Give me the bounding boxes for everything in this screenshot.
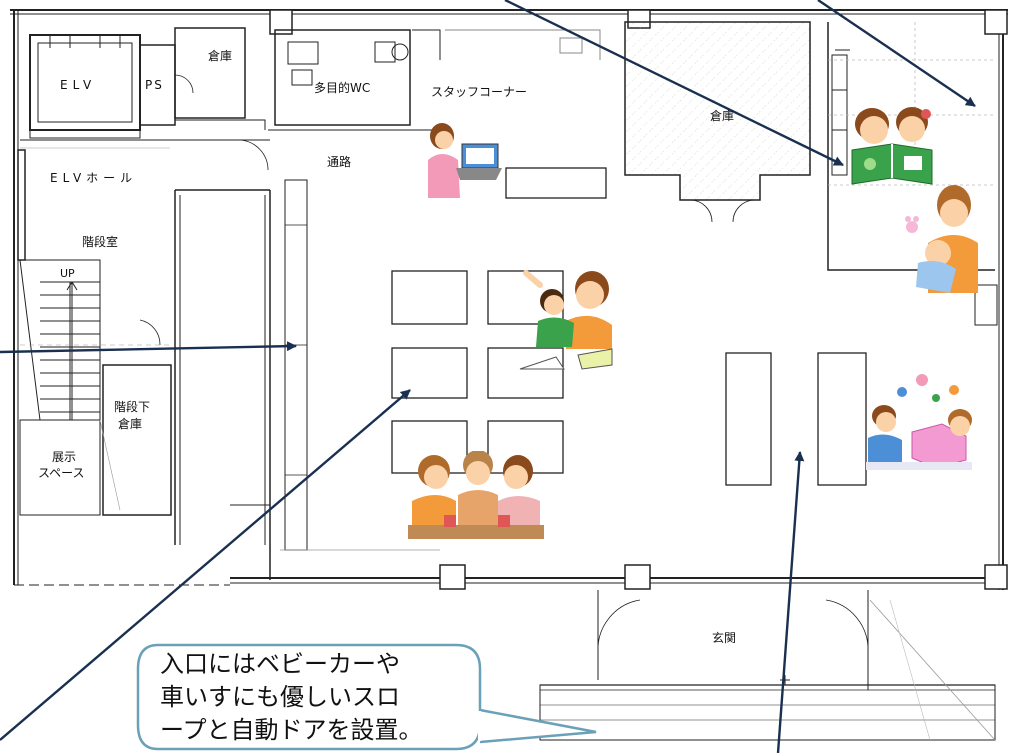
storage-center (624, 21, 811, 223)
arrow-to-right-room (817, 0, 976, 107)
label-exhibit-2: スペース (38, 466, 85, 480)
elv-block (29, 27, 266, 139)
callout-line-3: ープと自動ドアを設置。 (160, 716, 423, 744)
label-exhibit-1: 展示 (52, 450, 77, 464)
label-entrance: 玄関 (712, 631, 737, 645)
label-storage-top-left: 倉庫 (208, 49, 233, 63)
stair-zone (17, 139, 271, 580)
label-elv: ELV (60, 78, 97, 92)
passage-zone (230, 129, 440, 580)
entrance-zone (539, 590, 996, 741)
callout-text: 入口にはベビーカーや 車いすにも優しいスロ ープと自動ドアを設置。 (160, 648, 490, 747)
label-staff-corner: スタッフコーナー (431, 85, 528, 99)
label-under-stairs-2: 倉庫 (118, 417, 143, 431)
women-having-tea-illustration (408, 451, 544, 539)
tables (391, 167, 867, 486)
kids-with-candy-illustration (866, 374, 972, 470)
kids-reading-book-illustration (851, 107, 933, 185)
label-under-stairs-1: 階段下 (114, 400, 151, 414)
staff-at-laptop-illustration (428, 123, 502, 198)
callout-line-1: 入口にはベビーカーや (160, 650, 400, 678)
toilet-room (274, 29, 601, 126)
arrow-to-passage (0, 341, 297, 354)
arrow-to-tables (0, 389, 411, 741)
callout-tail (478, 708, 597, 744)
label-ps: PS (145, 78, 164, 92)
mother-and-baby-illustration (905, 185, 978, 293)
arrow-to-long-tables (776, 451, 805, 753)
child-and-adult-studying-illustration (519, 270, 613, 370)
label-toilet: 多目的WC (314, 81, 371, 95)
label-storage-center: 倉庫 (710, 109, 735, 123)
label-stairwell: 階段室 (82, 235, 119, 249)
label-up: UP (60, 267, 75, 280)
pointer-arrows (0, 0, 976, 753)
arrow-to-book-reading (504, 0, 844, 167)
callout-bubble (136, 643, 482, 751)
label-elv-hall: ELVホール (50, 171, 138, 185)
callout-line-2: 車いすにも優しいスロ (160, 683, 400, 711)
label-passage: 通路 (327, 155, 352, 169)
